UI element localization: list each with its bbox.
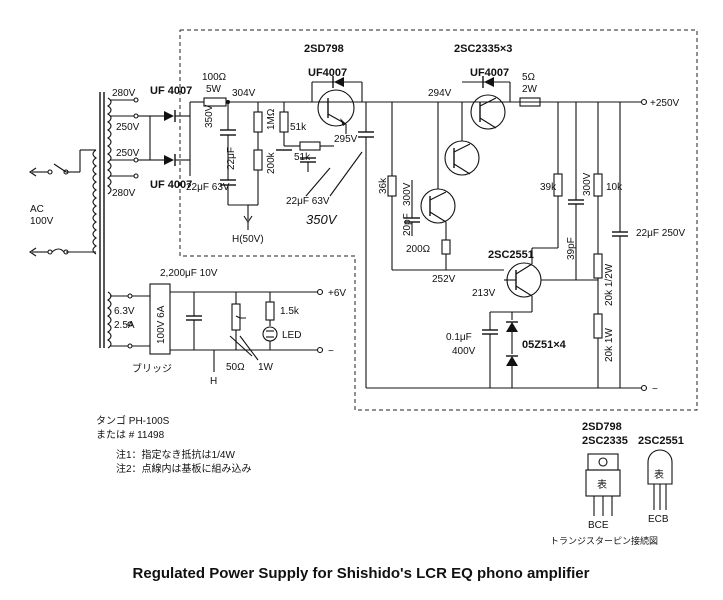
transistor-2sd798: 2SD798 UF4007 295V: [304, 43, 363, 145]
note-1: 注1：指定なき抵抗は1/4W: [116, 448, 235, 461]
ac-volts-label: 100V: [30, 216, 54, 227]
v-213: 213V: [472, 288, 496, 299]
svg-text:51k: 51k: [290, 122, 307, 133]
svg-text:10k: 10k: [606, 182, 623, 193]
svg-text:2SC2335×3: 2SC2335×3: [454, 43, 512, 55]
zener-stack: 05Z51×4 0.1μF 400V: [446, 311, 567, 388]
network-51k: 51k 51k 22μF 63V 350V: [276, 102, 363, 227]
h-50v-label: H(50V): [232, 234, 264, 245]
transformer-alt-part: または # 11498: [96, 429, 165, 441]
svg-text:39pF: 39pF: [566, 237, 577, 260]
v-295: 295V: [334, 134, 358, 145]
transistor-2sc2551: 2SC2551 213V: [472, 248, 598, 312]
cap-pair-label: 22μF 63V: [286, 196, 330, 207]
v-304: 304V: [232, 88, 256, 99]
tap-250v-b: 250V: [116, 148, 140, 159]
out-250v-label: +250V: [650, 98, 680, 109]
svg-text:39k: 39k: [540, 182, 557, 193]
svg-text:2SC2551: 2SC2551: [488, 249, 534, 261]
svg-text:05Z51×4: 05Z51×4: [522, 339, 567, 351]
transformer-part: タンゴ PH-100S: [96, 414, 170, 427]
diode-uf4007-a: UF 4007: [150, 85, 192, 97]
lv-tap-2a5: 2.5A: [114, 320, 135, 331]
svg-text:20pF: 20pF: [402, 213, 413, 236]
svg-text:200k: 200k: [266, 151, 277, 174]
tap-280v-top: 280V: [112, 88, 136, 99]
cap-22uf-input: 350V 22μF 22μF 63V: [186, 102, 248, 206]
svg-text:2SD798: 2SD798: [582, 421, 622, 433]
transformer: [92, 92, 112, 349]
svg-text:36k: 36k: [378, 177, 389, 194]
out-minus-hv: −: [652, 384, 658, 395]
svg-text:2SC2335: 2SC2335: [582, 435, 628, 447]
r-36k-c-20pf: 36k 20pF 300V 200Ω 252V: [378, 102, 504, 285]
ac-input: AC 100V: [29, 149, 96, 257]
pinout-left-pins: BCE: [588, 520, 609, 531]
pinout-diagram: 2SD798 2SC2335 2SC2551 表 BCE 表 ECB トランジス…: [550, 421, 684, 546]
pot-50ohm: 50Ω: [226, 362, 245, 373]
hv-rectifier: UF 4007 UF 4007: [150, 85, 192, 191]
transistor-2sc2335-array: 2SC2335×3 UF4007 294V: [420, 43, 512, 224]
svg-text:UF4007: UF4007: [308, 67, 347, 79]
svg-text:0.1μF: 0.1μF: [446, 332, 472, 343]
diagram-title: Regulated Power Supply for Shishido's LC…: [133, 565, 590, 582]
tap-280v-bottom: 280V: [112, 188, 136, 199]
ac-label: AC: [30, 204, 44, 215]
out-plus-terminal: [640, 98, 648, 106]
svg-text:300V: 300V: [582, 172, 593, 196]
note-2: 注2：点線内は基板に組み込み: [116, 462, 252, 475]
svg-text:5W: 5W: [206, 84, 222, 95]
bridge-rating: 100V 6A: [156, 305, 167, 344]
cap-2200uf: 2,200μF 10V: [160, 268, 218, 279]
divider-1m-200k: 1MΩ 200k H(50V): [232, 102, 277, 245]
lv-section: 6.3V 2.5A 100V 6A ブリッジ 2,200μF 10V H 50Ω…: [110, 268, 346, 387]
svg-text:5Ω: 5Ω: [522, 72, 536, 83]
svg-text:1.5k: 1.5k: [280, 306, 300, 317]
v-294: 294V: [428, 88, 452, 99]
svg-text:2W: 2W: [522, 84, 538, 95]
diode-uf4007-b: UF 4007: [150, 179, 192, 191]
resistor-5ohm: 5Ω 2W: [519, 72, 541, 107]
led-label: LED: [282, 330, 301, 341]
cap-22uf-63v: 22μF 63V: [186, 182, 230, 193]
handwritten-note: 350V: [306, 212, 338, 227]
svg-text:22μF 250V: 22μF 250V: [636, 228, 685, 239]
pinout-right-pins: ECB: [648, 514, 669, 525]
out-6v-label: +6V: [328, 288, 346, 299]
out-minus-lv: −: [328, 346, 334, 357]
svg-text:200Ω: 200Ω: [406, 244, 431, 255]
svg-text:400V: 400V: [452, 346, 476, 357]
svg-text:300V: 300V: [402, 182, 413, 206]
pot-1w: 1W: [258, 362, 274, 373]
svg-text:UF4007: UF4007: [470, 67, 509, 79]
svg-text:100Ω: 100Ω: [202, 72, 227, 83]
tap-250v-a: 250V: [116, 122, 140, 133]
svg-text:20k 1W: 20k 1W: [604, 328, 615, 362]
svg-text:1MΩ: 1MΩ: [266, 108, 277, 130]
svg-text:2SC2551: 2SC2551: [638, 435, 684, 447]
pinout-face-left: 表: [597, 478, 607, 491]
svg-text:2SD798: 2SD798: [304, 43, 344, 55]
svg-text:20k 1/2W: 20k 1/2W: [604, 263, 615, 306]
pinout-face-right: 表: [654, 468, 664, 481]
cap-295v: [358, 102, 374, 388]
v-252: 252V: [432, 274, 456, 285]
bridge-label: ブリッジ: [132, 362, 172, 375]
resistor-100ohm: 100Ω 5W: [202, 72, 227, 107]
svg-text:350V: 350V: [204, 104, 215, 128]
lv-h-label: H: [210, 376, 217, 387]
svg-text:22μF: 22μF: [226, 147, 237, 170]
hv-taps: 280V 250V 250V 280V: [110, 88, 151, 199]
feedback-network: 39k 39pF 300V 10k 20k 1/2W 20k 1W 22μF 2…: [532, 102, 685, 388]
lv-tap-6v3: 6.3V: [114, 306, 135, 317]
pinout-caption: トランジスターピン接続図: [550, 535, 658, 546]
board-outline: [179, 29, 698, 411]
